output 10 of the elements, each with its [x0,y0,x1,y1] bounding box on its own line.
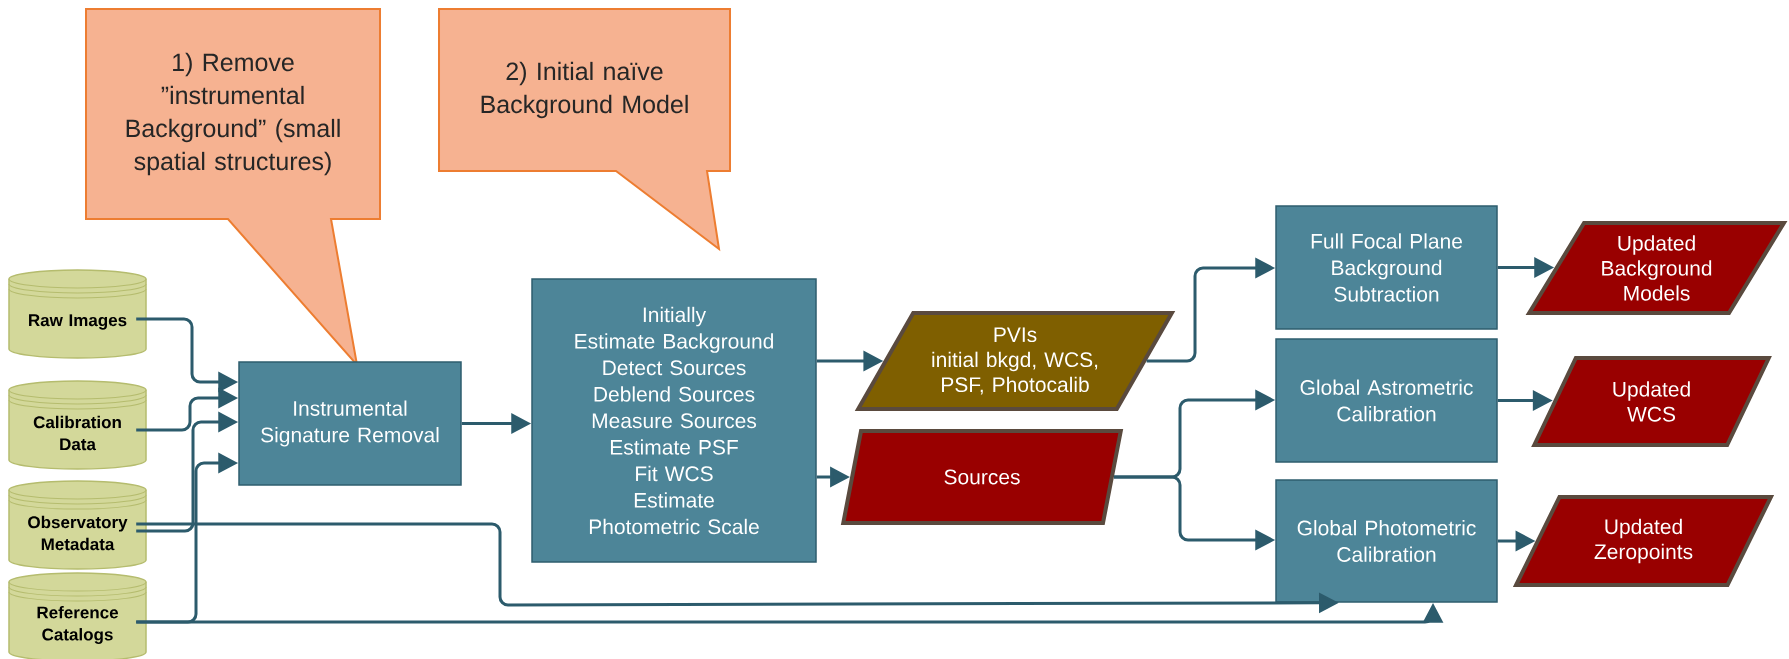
database-cylinder: Observatory Metadata [8,480,147,570]
process-box: Full Focal Plane Background Subtraction [1275,205,1498,330]
process-box: Instrumental Signature Removal [238,361,462,486]
database-cylinder: Reference Catalogs [8,572,147,659]
process-box: Initially Estimate Background Detect Sources Deblend Sources Measure Sources Estimate PSF Fit WCS Estimate Photometric Scale [531,278,817,563]
database-cylinder: Calibration Data [8,380,147,470]
process-box: Global Astrometric Calibration [1275,338,1498,463]
speech-bubble: 2) Initial naïve Background Model [438,8,731,252]
process-box: Global Photometric Calibration [1275,479,1498,603]
database-cylinder: Raw Images [8,269,147,359]
